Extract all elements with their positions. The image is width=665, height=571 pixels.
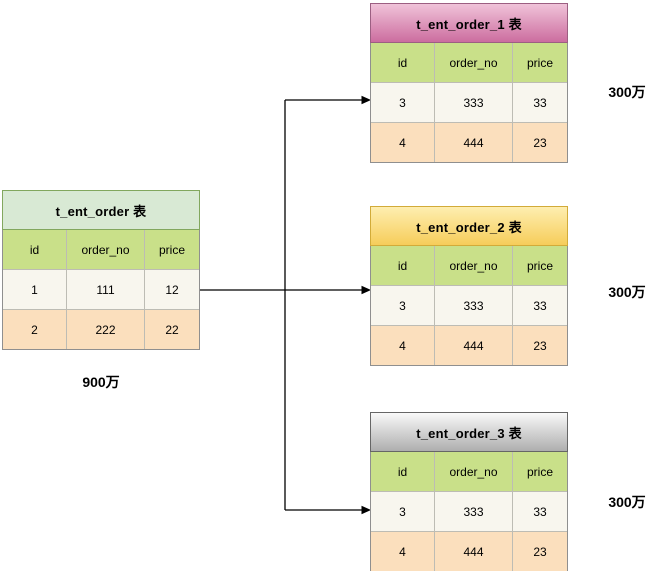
shard-1-cell-order-no: 444 (435, 123, 512, 162)
shard-3-cell-price: 23 (513, 532, 567, 571)
source-count-label: 900万 (82, 374, 120, 390)
source-cell-price: 12 (145, 270, 199, 309)
shard-1-column-header-price: price (513, 43, 567, 82)
shard-table-1-title: t_ent_order_1 表 (370, 3, 568, 43)
source-table: t_ent_order 表 id order_no price 1 111 12… (2, 190, 200, 350)
shard-2-column-header-order-no: order_no (435, 246, 512, 285)
source-column-header-id: id (3, 230, 66, 269)
shard-1-count-label: 300万 (608, 84, 646, 100)
shard-2-cell-id: 4 (371, 326, 434, 365)
shard-table-3-body: id order_no price 3 333 33 4 444 23 (370, 452, 568, 571)
shard-2-column-header-price: price (513, 246, 567, 285)
source-column-header-price: price (145, 230, 199, 269)
shard-1-column-header-order-no: order_no (435, 43, 512, 82)
source-cell-price: 22 (145, 310, 199, 349)
shard-table-3-title: t_ent_order_3 表 (370, 412, 568, 452)
shard-2-cell-id: 3 (371, 286, 434, 325)
shard-table-1: t_ent_order_1 表 id order_no price 3 333 … (370, 3, 568, 163)
shard-3-column-header-order-no: order_no (435, 452, 512, 491)
shard-table-1-body: id order_no price 3 333 33 4 444 23 (370, 43, 568, 163)
shard-table-3: t_ent_order_3 表 id order_no price 3 333 … (370, 412, 568, 571)
shard-1-cell-id: 3 (371, 83, 434, 122)
arrow-lines (200, 99, 363, 511)
source-cell-id: 2 (3, 310, 66, 349)
shard-3-column-header-id: id (371, 452, 434, 491)
shard-3-column-header-price: price (513, 452, 567, 491)
source-table-title: t_ent_order 表 (2, 190, 200, 230)
shard-3-count-label: 300万 (608, 494, 646, 510)
shard-table-2-title: t_ent_order_2 表 (370, 206, 568, 246)
shard-2-cell-price: 33 (513, 286, 567, 325)
shard-1-column-header-id: id (371, 43, 434, 82)
shard-3-cell-id: 3 (371, 492, 434, 531)
shard-table-2-body: id order_no price 3 333 33 4 444 23 (370, 246, 568, 366)
shard-1-cell-price: 33 (513, 83, 567, 122)
source-column-header-order-no: order_no (67, 230, 144, 269)
shard-3-cell-order-no: 444 (435, 532, 512, 571)
source-table-body: id order_no price 1 111 12 2 222 22 (2, 230, 200, 350)
shard-2-cell-price: 23 (513, 326, 567, 365)
shard-2-cell-order-no: 333 (435, 286, 512, 325)
source-cell-id: 1 (3, 270, 66, 309)
shard-3-cell-id: 4 (371, 532, 434, 571)
shard-2-cell-order-no: 444 (435, 326, 512, 365)
shard-2-column-header-id: id (371, 246, 434, 285)
source-cell-order-no: 111 (67, 270, 144, 309)
shard-2-count-label: 300万 (608, 284, 646, 300)
source-cell-order-no: 222 (67, 310, 144, 349)
shard-1-cell-order-no: 333 (435, 83, 512, 122)
shard-3-cell-order-no: 333 (435, 492, 512, 531)
shard-1-cell-id: 4 (371, 123, 434, 162)
shard-3-cell-price: 33 (513, 492, 567, 531)
shard-1-cell-price: 23 (513, 123, 567, 162)
shard-table-2: t_ent_order_2 表 id order_no price 3 333 … (370, 206, 568, 366)
